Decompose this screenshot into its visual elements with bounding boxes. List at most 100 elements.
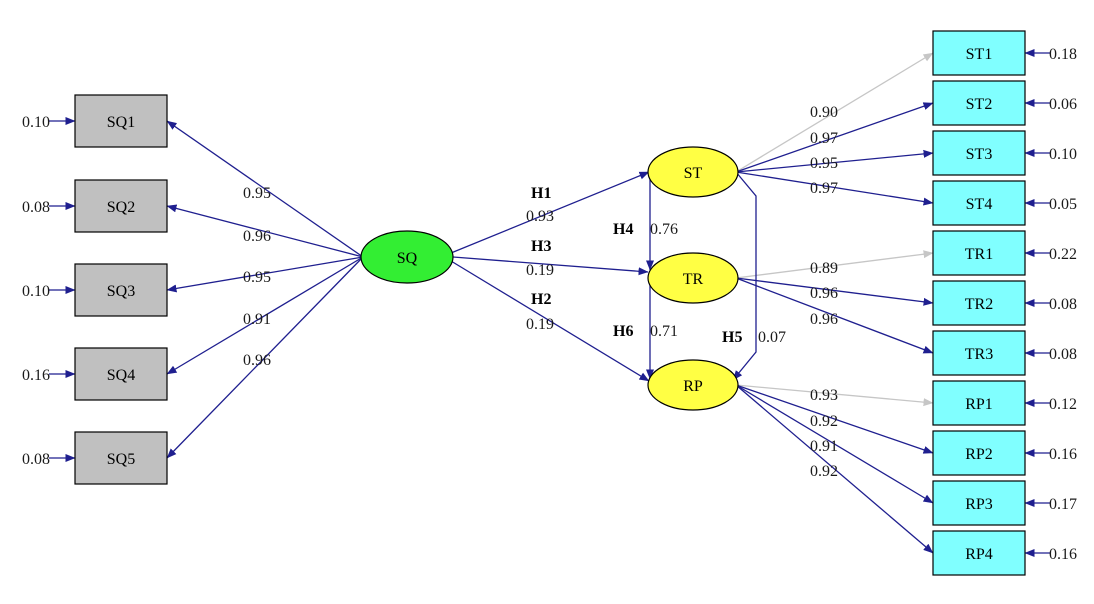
- error-value-st2: 0.06: [1049, 96, 1077, 113]
- loading-value-st2: 0.97: [810, 130, 838, 147]
- loading-value-sq3: 0.95: [243, 269, 271, 286]
- loading-arrow-rp1: [735, 384, 934, 407]
- indicator-box: [74, 431, 168, 485]
- loading-arrow-sq5: [166, 256, 364, 459]
- error-value-sq3: 0.10: [22, 283, 50, 300]
- error-value-rp2: 0.16: [1049, 446, 1077, 463]
- nodes-layer: SQ1SQ2SQ3SQ4SQ5ST1ST2ST3ST4TR1TR2TR3RP1R…: [74, 30, 1026, 576]
- loading-value-rp3: 0.91: [810, 438, 838, 455]
- structural-arrow-h2: [450, 260, 650, 382]
- indicator-label: SQ4: [107, 367, 135, 384]
- error-value-st3: 0.10: [1049, 146, 1077, 163]
- path-coefficient-h6: 0.71: [650, 323, 678, 340]
- latent-ellipse: [647, 252, 739, 304]
- indicator-tr2: TR2: [932, 280, 1026, 326]
- indicator-tr3: TR3: [932, 330, 1026, 376]
- loading-arrow-st2: [735, 102, 934, 173]
- latent-ellipse: [360, 230, 454, 284]
- indicator-label: RP4: [965, 546, 993, 563]
- indicator-box: [932, 380, 1026, 426]
- indicator-box: [932, 280, 1026, 326]
- path-coefficient-h5: 0.07: [758, 329, 786, 346]
- indicator-sq1: SQ1: [74, 94, 168, 148]
- structural-arrow-h1: [450, 171, 650, 254]
- path-coefficient-h4: 0.76: [650, 221, 678, 238]
- indicator-st1: ST1: [932, 30, 1026, 76]
- indicator-box: [74, 347, 168, 401]
- loading-value-sq4: 0.91: [243, 311, 271, 328]
- indicator-label: SQ5: [107, 451, 135, 468]
- indicator-box: [932, 130, 1026, 176]
- indicator-label: TR3: [965, 346, 993, 363]
- indicator-box: [932, 180, 1026, 226]
- indicator-label: RP3: [965, 496, 993, 513]
- indicator-sq4: SQ4: [74, 347, 168, 401]
- error-value-rp4: 0.16: [1049, 546, 1077, 563]
- loading-arrow-sq3: [166, 256, 364, 293]
- loading-value-sq2: 0.96: [243, 228, 271, 245]
- latent-st: ST: [647, 146, 739, 198]
- latent-tr: TR: [647, 252, 739, 304]
- latent-ellipse: [647, 146, 739, 198]
- indicator-box: [74, 263, 168, 317]
- latent-rp: RP: [647, 359, 739, 411]
- loading-arrow-st1: [735, 52, 934, 173]
- hypothesis-label-h3: H3: [531, 238, 551, 255]
- error-value-sq4: 0.16: [22, 367, 50, 384]
- indicator-box: [932, 530, 1026, 576]
- error-value-tr1: 0.22: [1049, 246, 1077, 263]
- indicator-box: [932, 430, 1026, 476]
- error-value-tr3: 0.08: [1049, 346, 1077, 363]
- indicator-label: TR1: [965, 246, 993, 263]
- latent-label: TR: [683, 271, 704, 288]
- loading-value-rp2: 0.92: [810, 413, 838, 430]
- hypothesis-label-h6: H6: [613, 323, 633, 340]
- indicator-box: [74, 179, 168, 233]
- indicator-box: [932, 30, 1026, 76]
- indicator-st3: ST3: [932, 130, 1026, 176]
- loading-value-rp1: 0.93: [810, 387, 838, 404]
- loading-arrow-st4: [735, 171, 934, 206]
- indicator-label: ST2: [966, 96, 993, 113]
- indicator-rp1: RP1: [932, 380, 1026, 426]
- hypothesis-label-h2: H2: [531, 291, 551, 308]
- error-value-sq1: 0.10: [22, 114, 50, 131]
- loading-arrow-tr2: [735, 277, 934, 306]
- loading-arrow-rp3: [735, 384, 934, 504]
- loading-arrow-st3: [735, 149, 934, 173]
- indicator-st2: ST2: [932, 80, 1026, 126]
- indicator-label: SQ3: [107, 283, 135, 300]
- hypothesis-label-h4: H4: [613, 221, 633, 238]
- indicator-sq2: SQ2: [74, 179, 168, 233]
- loading-value-sq1: 0.95: [243, 185, 271, 202]
- indicator-label: RP2: [965, 446, 993, 463]
- error-value-sq5: 0.08: [22, 451, 50, 468]
- indicator-st4: ST4: [932, 180, 1026, 226]
- indicator-box: [932, 480, 1026, 526]
- latent-label: RP: [683, 378, 703, 395]
- edges-layer: [49, 49, 1051, 557]
- indicator-sq5: SQ5: [74, 431, 168, 485]
- indicator-label: SQ2: [107, 199, 135, 216]
- indicator-label: RP1: [965, 396, 993, 413]
- structural-arrow-h3: [452, 256, 649, 276]
- indicator-sq3: SQ3: [74, 263, 168, 317]
- loading-arrow-sq1: [166, 120, 364, 258]
- latent-label: SQ: [397, 250, 418, 267]
- latent-ellipse: [647, 359, 739, 411]
- indicator-rp2: RP2: [932, 430, 1026, 476]
- indicator-tr1: TR1: [932, 230, 1026, 276]
- loading-value-tr1: 0.89: [810, 260, 838, 277]
- labels-layer: 0.10 0.95 0.08 0.96 0.10 0.95 0.16 0.91 0.08 0.96…: [22, 46, 1077, 563]
- loading-value-st3: 0.95: [810, 155, 838, 172]
- indicator-label: SQ1: [107, 114, 135, 131]
- loading-arrow-rp4: [735, 384, 934, 554]
- loading-arrow-tr1: [735, 250, 934, 279]
- indicator-label: ST3: [966, 146, 993, 163]
- loading-value-rp4: 0.92: [810, 463, 838, 480]
- loading-value-tr2: 0.96: [810, 285, 838, 302]
- indicator-box: [932, 230, 1026, 276]
- path-coefficient-h1: 0.93: [526, 208, 554, 225]
- loading-value-st1: 0.90: [810, 104, 838, 121]
